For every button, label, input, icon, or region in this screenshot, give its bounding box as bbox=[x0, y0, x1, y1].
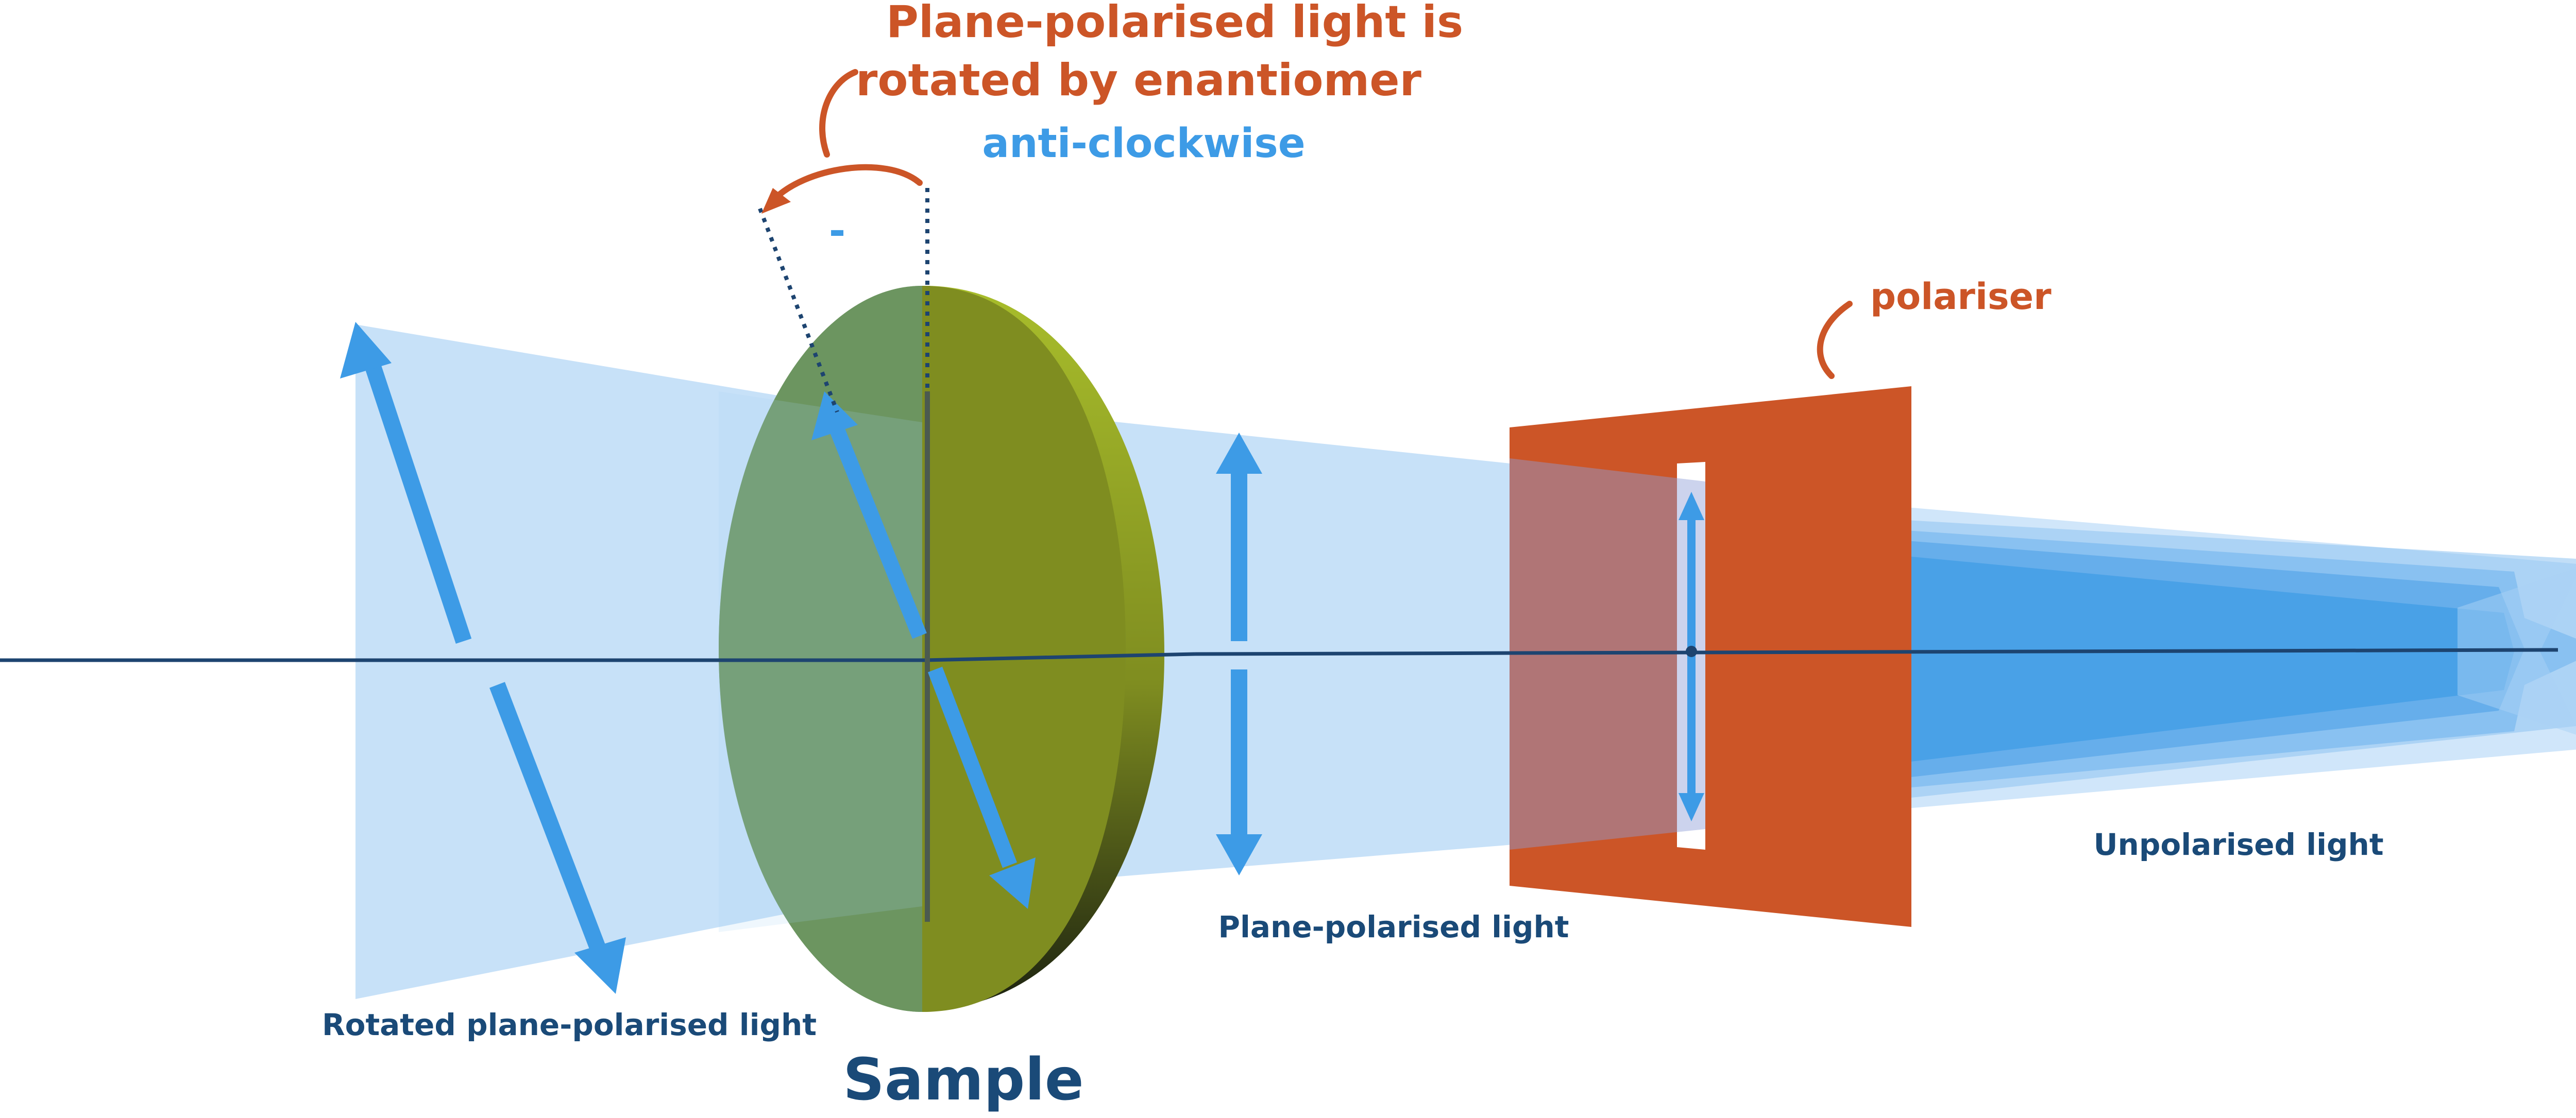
sample-rotated-arrow-icon bbox=[811, 391, 1036, 909]
direction-label: anti-clockwise bbox=[982, 121, 1305, 167]
sample-disc bbox=[719, 286, 1164, 1012]
curved-arrow-icon bbox=[761, 69, 1853, 379]
annotation-line2: rotated by enantiomer bbox=[856, 55, 1422, 106]
plane-polarised-label: Plane-polarised light bbox=[1218, 909, 1569, 944]
rotated-double-arrow-icon bbox=[340, 322, 626, 994]
sample-label: Sample bbox=[843, 1046, 1083, 1113]
polariser-plate bbox=[1510, 386, 1911, 927]
rotation-sign: - bbox=[829, 208, 845, 254]
optical-axis bbox=[0, 646, 2558, 662]
annotation-line1: Plane-polarised light is bbox=[886, 0, 1463, 48]
polariser-label: polariser bbox=[1870, 276, 2052, 318]
rotation-angle-indicator bbox=[758, 188, 929, 413]
unpolarised-light-beam bbox=[1906, 507, 2576, 809]
plane-polarised-arrow-icon bbox=[1216, 433, 1262, 875]
rotated-label: Rotated plane-polarised light bbox=[322, 1007, 817, 1042]
unpolarised-label: Unpolarised light bbox=[2093, 827, 2383, 862]
